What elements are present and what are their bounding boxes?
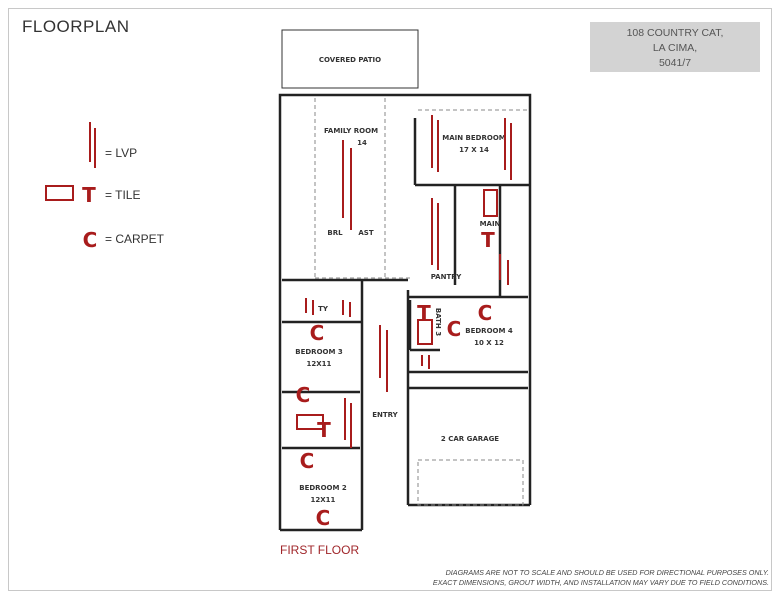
covered-patio	[281, 29, 419, 89]
legend-tile-icon	[45, 185, 74, 201]
tile-symbol: T	[417, 301, 431, 325]
carpet-symbol: C	[310, 321, 325, 345]
page-frame	[8, 8, 772, 591]
room-label-entry: ENTRY	[372, 411, 398, 419]
room-label-bath3: BATH 3	[434, 308, 442, 336]
room-label-breakfast-a: BRL	[327, 229, 343, 237]
room-label-family: FAMILY ROOM	[324, 127, 378, 135]
room-label-utility: TY	[318, 305, 329, 313]
legend-lvp-icon	[89, 122, 96, 168]
tile-symbol: T	[317, 418, 331, 442]
page-title: FLOORPLAN	[22, 17, 130, 36]
dashed-outlines	[314, 98, 528, 506]
room-label-bedroom2: BEDROOM 2	[299, 484, 347, 492]
room-label-bedroom3: BEDROOM 3	[295, 348, 343, 356]
carpet-symbol: C	[300, 449, 315, 473]
legend-carpet-label: = CARPET	[105, 232, 165, 246]
carpet-symbol: C	[296, 383, 311, 407]
address-line: 5041/7	[658, 57, 692, 69]
disclaimer-line: EXACT DIMENSIONS, GROUT WIDTH, AND INSTA…	[432, 578, 769, 587]
legend-lvp-label: = LVP	[105, 146, 138, 160]
legend-tile-label: = TILE	[105, 188, 141, 202]
room-label-breakfast-b: AST	[358, 229, 373, 237]
disclaimer-line: DIAGRAMS ARE NOT TO SCALE AND SHOULD BE …	[445, 568, 769, 577]
room-label-pantry: PANTRY	[431, 273, 463, 281]
room-label-main-bedroom: MAIN BEDROOM	[442, 134, 506, 142]
room-dim-bedroom3: 12X11	[307, 360, 332, 368]
legend-tile-symbol: T	[82, 183, 96, 207]
room-dim-bedroom2: 12X11	[311, 496, 336, 504]
address-line: 108 COUNTRY CAT,	[626, 27, 724, 39]
room-dim-family: 14	[357, 139, 367, 147]
address-box: 108 COUNTRY CAT, LA CIMA, 5041/7	[590, 22, 760, 72]
tile-symbol: T	[481, 228, 495, 252]
room-label-patio: COVERED PATIO	[319, 56, 381, 64]
room-label-garage: 2 CAR GARAGE	[441, 435, 499, 443]
tile-marks	[296, 189, 498, 430]
carpet-symbol: C	[447, 317, 462, 341]
disclaimer: DIAGRAMS ARE NOT TO SCALE AND SHOULD BE …	[433, 568, 769, 588]
address-line: LA CIMA,	[652, 42, 698, 54]
legend-carpet-symbol: C	[83, 228, 98, 252]
room-label-bedroom4: BEDROOM 4	[465, 327, 513, 335]
lvp-marks	[305, 115, 512, 448]
room-label-main-bath: MAIN	[480, 220, 501, 228]
house-walls	[278, 93, 532, 532]
floor-label: FIRST FLOOR	[280, 543, 360, 557]
room-dim-main-bedroom: 17 X 14	[459, 146, 489, 154]
room-dim-bedroom4: 10 X 12	[474, 339, 504, 347]
carpet-symbol: C	[478, 301, 493, 325]
carpet-symbol: C	[316, 506, 331, 530]
